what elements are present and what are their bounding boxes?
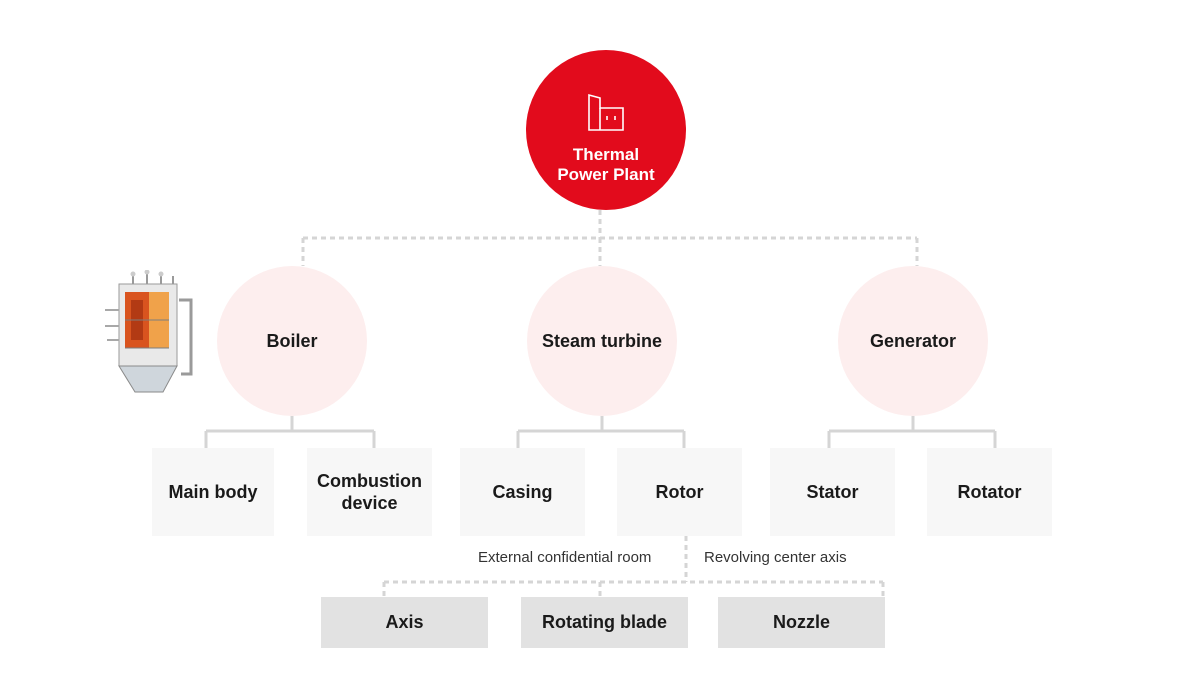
nozzle-box: Nozzle <box>718 597 885 648</box>
factory-icon <box>588 93 624 131</box>
rotor-box: Rotor <box>617 448 742 536</box>
rotator-box: Rotator <box>927 448 1052 536</box>
external-confidential-room-note: External confidential room <box>478 549 652 566</box>
revolving-center-axis-note: Revolving center axis <box>704 549 847 566</box>
steam-turbine-node: Steam turbine <box>527 266 677 416</box>
casing-box: Casing <box>460 448 585 536</box>
generator-node: Generator <box>838 266 988 416</box>
main-body-box: Main body <box>152 448 274 536</box>
root-label-line1: Thermal <box>572 145 640 164</box>
rotating-blade-box: Rotating blade <box>521 597 688 648</box>
axis-box: Axis <box>321 597 488 648</box>
root-label: Thermal Power Plant <box>526 145 686 185</box>
stator-box: Stator <box>770 448 895 536</box>
boiler-node: Boiler <box>217 266 367 416</box>
combustion-device-label: Combustion device <box>317 471 422 513</box>
root-label-line2: Power Plant <box>557 165 655 184</box>
boiler-illustration <box>105 270 193 393</box>
thermal-power-plant-node: Thermal Power Plant <box>526 50 686 210</box>
combustion-device-box: Combustion device <box>307 448 432 536</box>
